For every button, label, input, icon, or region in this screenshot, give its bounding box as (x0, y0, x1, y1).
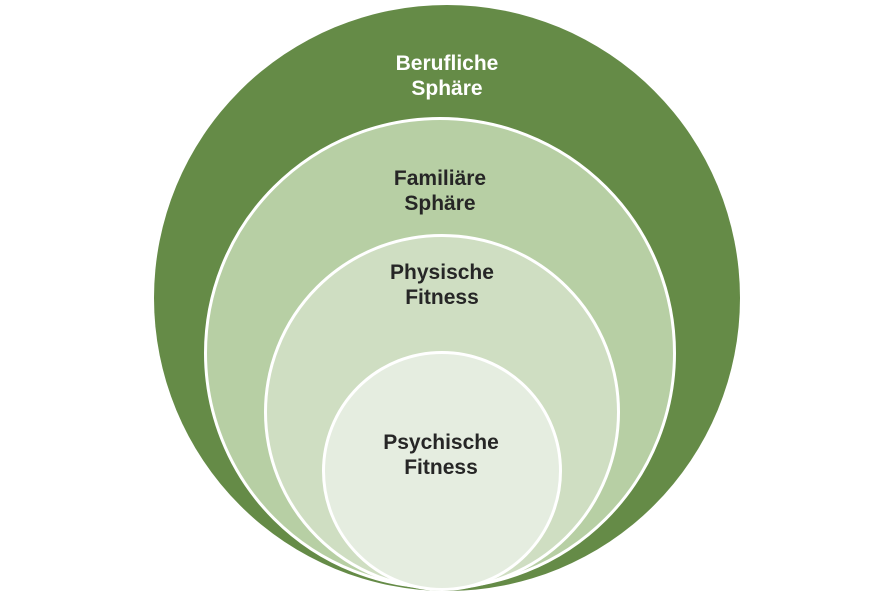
label-psychische-fitness: Psychische Fitness (331, 430, 551, 480)
label-line: Fitness (404, 456, 478, 479)
label-line: Berufliche (395, 52, 499, 75)
circle-psychische-fitness (322, 351, 562, 591)
label-familiaere-sphaere: Familiäre Sphäre (330, 166, 550, 216)
label-line: Familiäre (393, 167, 487, 190)
label-physische-fitness: Physische Fitness (332, 260, 552, 310)
label-line: Sphäre (404, 192, 476, 215)
label-line: Physische (390, 261, 494, 284)
label-line: Fitness (405, 286, 479, 309)
label-line: Psychische (383, 431, 499, 454)
label-berufliche-sphaere: Berufliche Sphäre (337, 51, 557, 101)
label-line: Sphäre (411, 77, 483, 100)
